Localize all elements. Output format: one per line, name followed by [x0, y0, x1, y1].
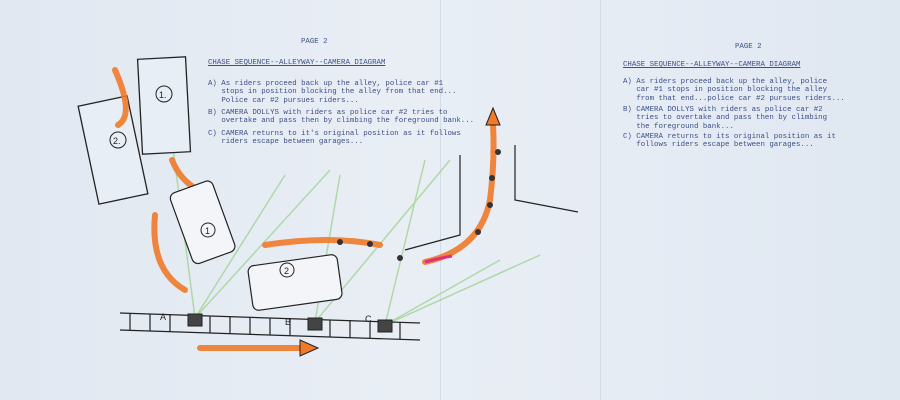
camera-position-c-icon — [377, 319, 393, 333]
arrow-head-icon — [485, 106, 501, 126]
page-fold — [440, 0, 441, 400]
list-item-a-left: A) As riders proceed back up the alley, … — [208, 80, 457, 105]
page-number-right: PAGE 2 — [735, 43, 762, 51]
document-title-right: CHASE SEQUENCE--ALLEYWAY--CAMERA DIAGRAM — [623, 61, 801, 69]
page-fold — [600, 0, 601, 400]
position-b-label: B — [285, 317, 291, 327]
riders — [337, 149, 501, 261]
position-a-label: A — [160, 312, 166, 322]
arrow-head-icon — [299, 339, 320, 357]
car-1-label: 1 — [205, 226, 210, 236]
garage-1 — [136, 56, 192, 155]
list-item-b-right: B) CAMERA DOLLYS with riders as police c… — [623, 106, 828, 131]
garage-2 — [77, 95, 149, 205]
fence — [119, 312, 421, 341]
car-2-label: 2 — [284, 266, 289, 276]
list-item-c-left: C) CAMERA returns to it's original posit… — [208, 130, 461, 147]
page-number-left: PAGE 2 — [301, 38, 328, 46]
police-car-1 — [169, 180, 236, 265]
police-car-2 — [247, 254, 343, 311]
document-title-left: CHASE SEQUENCE--ALLEYWAY--CAMERA DIAGRAM — [208, 59, 386, 67]
position-c-label: C — [365, 314, 372, 324]
garage-1-label: 1. — [159, 90, 167, 100]
camera-position-a-icon — [187, 313, 203, 327]
list-item-c-right: C) CAMERA returns to its original positi… — [623, 133, 836, 150]
list-item-a-right: A) As riders proceed back up the alley, … — [623, 78, 845, 103]
garage-2-label: 2. — [113, 136, 121, 146]
list-item-b-left: B) CAMERA DOLLYS with riders as police c… — [208, 109, 475, 126]
camera-position-b-icon — [307, 317, 323, 331]
